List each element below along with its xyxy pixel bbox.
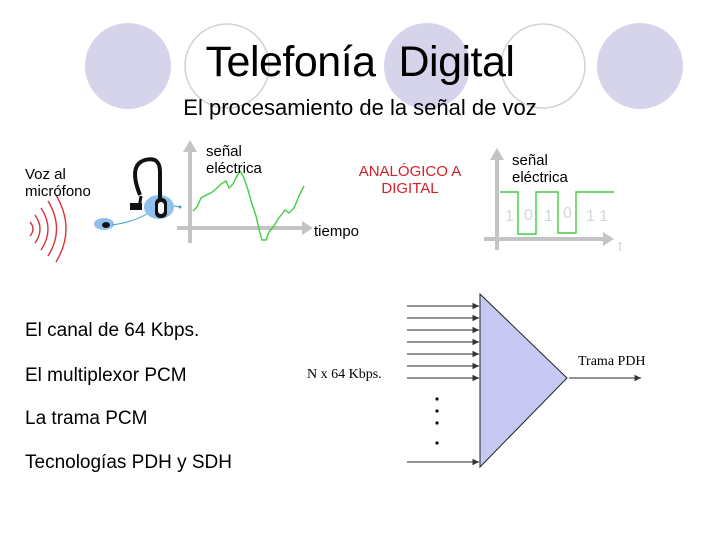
bit-value: 1: [544, 208, 553, 225]
input-arrows: [407, 302, 479, 466]
multiplexer-triangle: [479, 292, 568, 469]
topic-item: El multiplexor PCM: [25, 365, 187, 386]
digital-square-wave: [500, 191, 614, 235]
sound-waves-icon: [29, 194, 67, 263]
output-frame-label: Trama PDH: [578, 354, 646, 369]
topic-item: Tecnologías PDH y SDH: [25, 452, 232, 473]
input-rate-label: N x 64 Kbps.: [307, 367, 382, 382]
digital-axes: [484, 148, 614, 250]
topic-item: El canal de 64 Kbps.: [25, 320, 200, 341]
filled-circle-icon: [597, 23, 683, 109]
outline-circle-icon: [500, 23, 586, 109]
bit-value: 1: [599, 208, 608, 225]
topic-item: La trama PCM: [25, 408, 148, 429]
analog-to-digital-label: ANALÓGICO A DIGITAL: [358, 163, 462, 197]
analog-signal-label: señal eléctrica: [206, 143, 262, 177]
bit-value: 1: [505, 208, 514, 225]
time-axis-label: tiempo: [314, 223, 360, 240]
filled-circle-icon: [85, 23, 171, 109]
ellipsis-dots-icon: [435, 397, 439, 445]
bit-value: 0: [524, 207, 533, 224]
t-axis-label: t: [618, 238, 623, 255]
bit-value: 0: [563, 205, 572, 222]
analog-axes: [177, 140, 313, 243]
analog-wave: [192, 169, 305, 241]
page-subtitle: El procesamiento de la señal de voz: [183, 95, 537, 120]
bit-value: 1: [586, 208, 595, 225]
page-title: Telefonía Digital: [205, 38, 515, 86]
voice-label: Voz al micrófono: [25, 166, 91, 200]
digital-signal-label: señal eléctrica: [512, 152, 568, 186]
headset-icon: [94, 157, 182, 230]
filled-circle-icon: [384, 23, 470, 109]
outline-circle-icon: [184, 23, 270, 109]
